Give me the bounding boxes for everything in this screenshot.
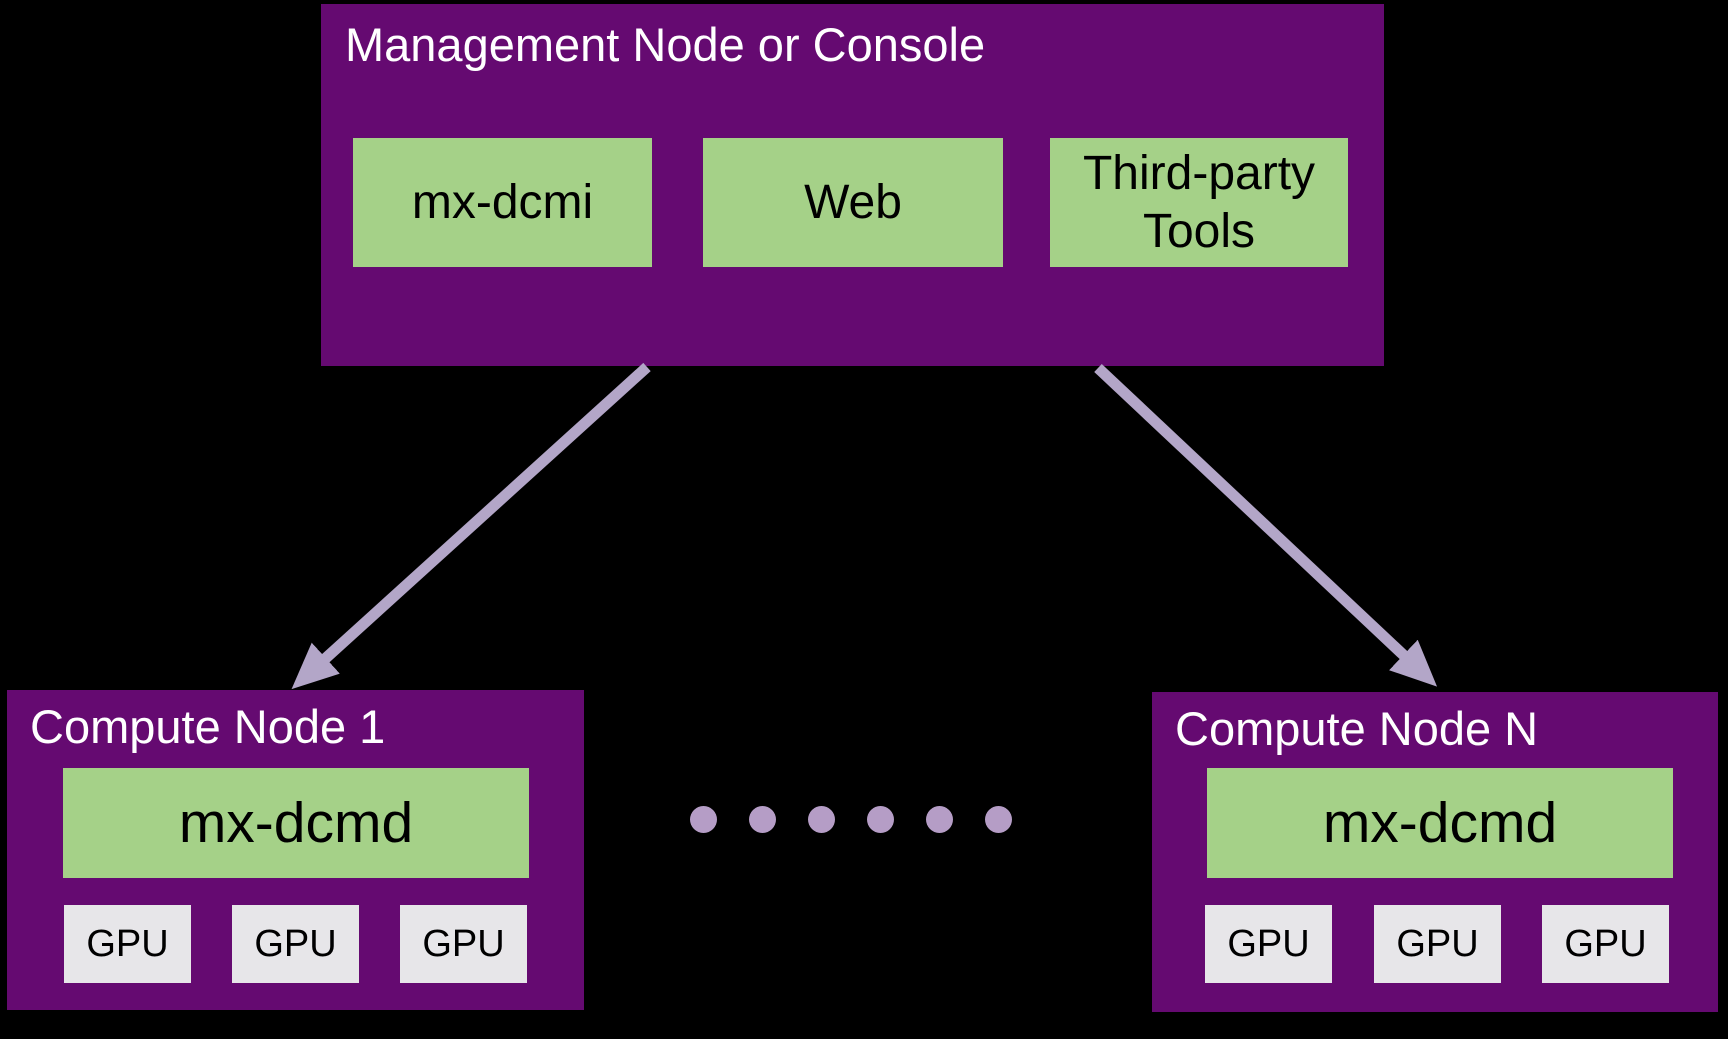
ellipsis-dot bbox=[926, 806, 953, 833]
compute-node-1-box: Compute Node 1 mx-dcmd GPU GPU GPU bbox=[7, 690, 584, 1010]
component-third-party-tools: Third-party Tools bbox=[1050, 138, 1348, 267]
compute-node-1-title: Compute Node 1 bbox=[30, 700, 386, 753]
ellipsis-dots bbox=[690, 806, 1012, 833]
gpu-chip: GPU bbox=[1205, 905, 1332, 983]
compute-node-n-title: Compute Node N bbox=[1175, 702, 1539, 755]
gpu-chip: GPU bbox=[64, 905, 191, 983]
ellipsis-dot bbox=[749, 806, 776, 833]
compute-node-n-box: Compute Node N mx-dcmd GPU GPU GPU bbox=[1152, 692, 1718, 1012]
arrow-to-compute-node-1 bbox=[291, 362, 651, 690]
ellipsis-dot bbox=[867, 806, 894, 833]
ellipsis-dot bbox=[690, 806, 717, 833]
gpu-chip: GPU bbox=[400, 905, 527, 983]
daemon-mx-dcmd: mx-dcmd bbox=[63, 768, 529, 878]
management-node-box: Management Node or Console mx-dcmi Web T… bbox=[321, 4, 1384, 366]
gpu-chip: GPU bbox=[1542, 905, 1669, 983]
arrow-to-compute-node-n bbox=[1094, 363, 1438, 687]
ellipsis-dot bbox=[985, 806, 1012, 833]
ellipsis-dot bbox=[808, 806, 835, 833]
gpu-chip: GPU bbox=[1374, 905, 1501, 983]
daemon-mx-dcmd: mx-dcmd bbox=[1207, 768, 1673, 878]
component-mx-dcmi: mx-dcmi bbox=[353, 138, 652, 267]
gpu-chip: GPU bbox=[232, 905, 359, 983]
management-node-title: Management Node or Console bbox=[345, 18, 986, 71]
component-web: Web bbox=[703, 138, 1003, 267]
